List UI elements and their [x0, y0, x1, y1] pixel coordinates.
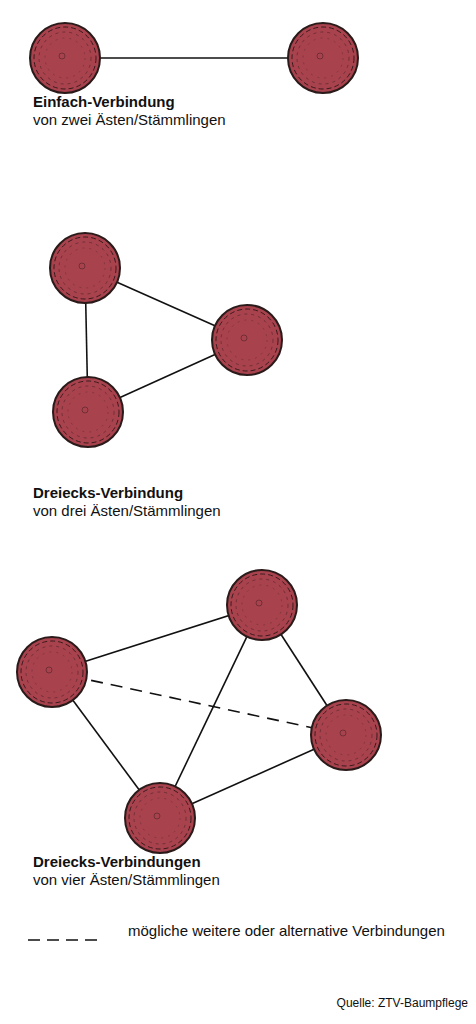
- legend-dash-sample: [28, 939, 100, 941]
- connection-title: Einfach-Verbindung: [33, 93, 175, 110]
- connection-subtitle: von zwei Ästen/Stämmlingen: [33, 111, 226, 128]
- connection-title: Dreiecks-Verbindungen: [33, 853, 201, 870]
- connection-line: [52, 58, 346, 818]
- source-note: Quelle: ZTV-Baumpflege: [337, 996, 468, 1010]
- branch-cross-section: [17, 23, 381, 853]
- connection-subtitle: von drei Ästen/Stämmlingen: [33, 502, 221, 519]
- legend-text: mögliche weitere oder alternative Verbin…: [128, 922, 458, 940]
- connection-subtitle: von vier Ästen/Stämmlingen: [33, 871, 220, 888]
- connection-title: Dreiecks-Verbindung: [33, 484, 183, 501]
- dashed-connection: [52, 672, 346, 735]
